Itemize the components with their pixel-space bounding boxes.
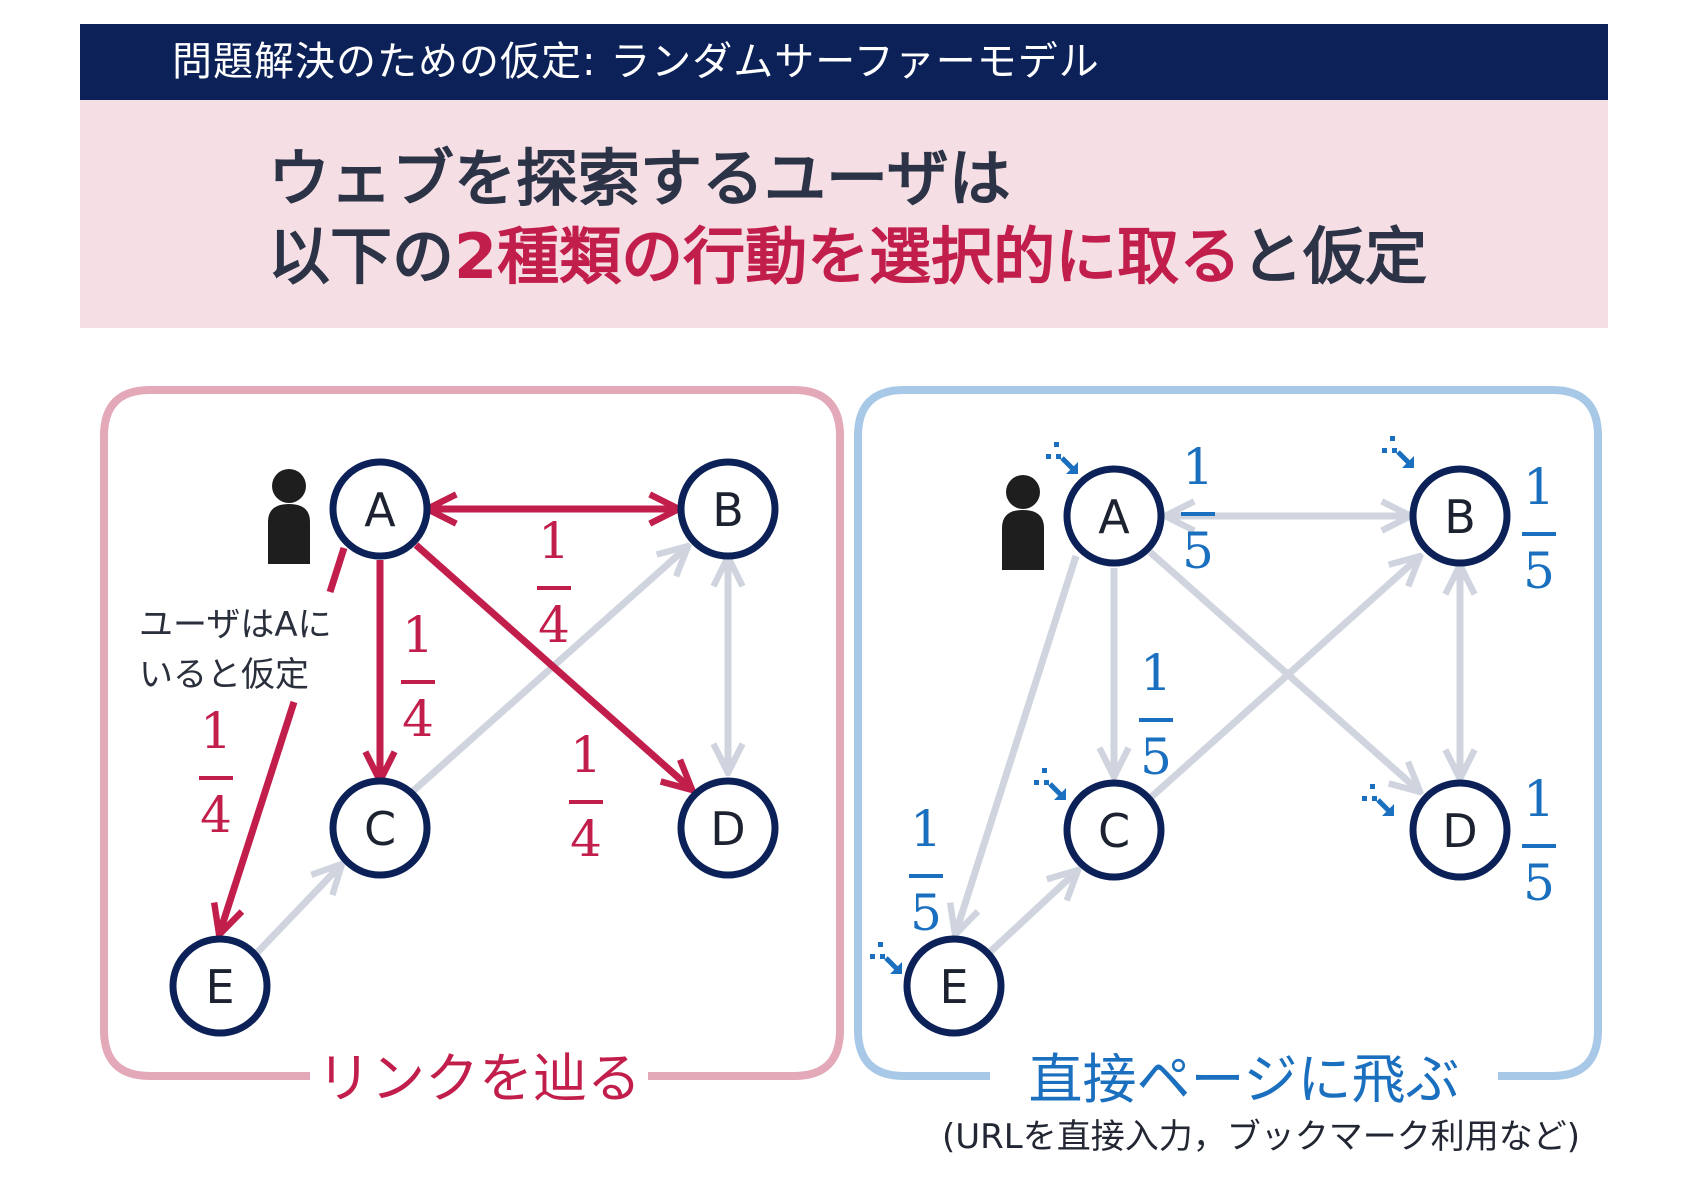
right-caption: 直接ページに飛ぶ bbox=[1029, 1048, 1460, 1111]
left-fraction-ac: 1 4 bbox=[401, 606, 435, 748]
svg-text:C: C bbox=[364, 802, 396, 856]
right-node-d: D bbox=[1409, 779, 1511, 881]
svg-text:A: A bbox=[364, 483, 396, 537]
svg-text:E: E bbox=[205, 960, 234, 1014]
hero-line-2-pre: 以下の bbox=[268, 220, 455, 293]
hero-line-1: ウェブを探索するユーザは bbox=[268, 142, 1011, 215]
right-edge-a-e bbox=[956, 554, 1080, 932]
right-fraction-b: 1 5 bbox=[1522, 458, 1556, 600]
edge-e-c bbox=[251, 866, 340, 959]
left-note-line-2: いると仮定 bbox=[139, 655, 309, 695]
right-edge-a-d bbox=[1147, 549, 1418, 790]
svg-text:1: 1 bbox=[910, 800, 942, 858]
teleport-icon-a bbox=[1046, 442, 1078, 474]
right-edge-c-b bbox=[1145, 558, 1418, 803]
left-node-d: D bbox=[677, 777, 779, 879]
svg-text:4: 4 bbox=[402, 690, 434, 748]
right-fraction-a: 1 5 bbox=[1181, 438, 1215, 580]
svg-text:1: 1 bbox=[1523, 458, 1555, 516]
right-node-e: E bbox=[903, 935, 1005, 1037]
svg-text:E: E bbox=[939, 960, 968, 1014]
right-subcaption: (URLを直接入力，ブックマーク利用など) bbox=[942, 1117, 1580, 1157]
left-node-a: A bbox=[329, 458, 431, 560]
svg-text:1: 1 bbox=[1140, 644, 1172, 702]
svg-text:5: 5 bbox=[1523, 542, 1555, 600]
svg-text:5: 5 bbox=[1182, 522, 1214, 580]
left-fraction-ad: 1 4 bbox=[569, 726, 603, 868]
right-panel-frame bbox=[854, 386, 1602, 1080]
right-fraction-e: 1 5 bbox=[909, 800, 943, 942]
right-panel: A B C D E bbox=[854, 386, 1602, 1157]
teleport-icon-b bbox=[1382, 436, 1414, 468]
svg-text:4: 4 bbox=[538, 596, 570, 654]
hero-box: ウェブを探索するユーザは 以下の2種類の行動を選択的に取ると仮定 bbox=[80, 100, 1608, 328]
svg-text:C: C bbox=[1098, 804, 1130, 858]
svg-text:4: 4 bbox=[570, 810, 602, 868]
svg-text:B: B bbox=[712, 483, 744, 537]
edge-a-d bbox=[413, 542, 690, 788]
edge-a-e bbox=[220, 700, 298, 932]
svg-text:1: 1 bbox=[1182, 438, 1214, 496]
left-user-icon bbox=[268, 469, 310, 564]
left-node-e: E bbox=[169, 935, 271, 1037]
teleport-icon-c bbox=[1034, 768, 1066, 800]
svg-text:A: A bbox=[1098, 490, 1130, 544]
svg-text:B: B bbox=[1444, 490, 1476, 544]
svg-text:1: 1 bbox=[200, 702, 232, 760]
left-fraction-ab: 1 4 bbox=[537, 512, 571, 654]
svg-text:1: 1 bbox=[402, 606, 434, 664]
right-node-b: B bbox=[1409, 465, 1511, 567]
svg-text:4: 4 bbox=[200, 786, 232, 844]
left-panel: A B C D E ユーザはAに いると仮定 1 4 bbox=[100, 386, 844, 1110]
left-node-c: C bbox=[329, 777, 431, 879]
svg-text:1: 1 bbox=[1523, 770, 1555, 828]
left-panel-frame bbox=[100, 386, 844, 1080]
right-fraction-c: 1 5 bbox=[1139, 644, 1173, 786]
left-caption: リンクを辿る bbox=[317, 1047, 641, 1110]
hero-line-2-post: と仮定 bbox=[1241, 220, 1428, 293]
svg-text:5: 5 bbox=[1523, 854, 1555, 912]
right-user-icon bbox=[1002, 475, 1044, 570]
left-fraction-ae: 1 4 bbox=[199, 702, 233, 844]
right-fraction-d: 1 5 bbox=[1522, 770, 1556, 912]
left-note-line-1: ユーザはAに bbox=[139, 605, 332, 645]
left-node-b: B bbox=[677, 458, 779, 560]
hero-line-2-highlight: 2種類の行動を選択的に取る bbox=[454, 220, 1242, 293]
svg-text:D: D bbox=[1442, 804, 1477, 858]
right-edge-e-c bbox=[987, 872, 1076, 955]
right-node-a: A bbox=[1063, 465, 1165, 567]
svg-text:5: 5 bbox=[910, 884, 942, 942]
edge-c-b bbox=[409, 548, 686, 795]
svg-text:1: 1 bbox=[570, 726, 602, 784]
header-title: 問題解決のための仮定: ランダムサーファーモデル bbox=[172, 39, 1100, 85]
svg-text:1: 1 bbox=[538, 512, 570, 570]
header-bar: 問題解決のための仮定: ランダムサーファーモデル bbox=[80, 24, 1608, 100]
teleport-icon-e bbox=[870, 942, 902, 974]
edge-a-e-start bbox=[326, 546, 348, 594]
svg-text:D: D bbox=[710, 802, 745, 856]
right-node-c: C bbox=[1063, 779, 1165, 881]
teleport-icon-d bbox=[1362, 784, 1394, 816]
hero-line-2: 以下の2種類の行動を選択的に取ると仮定 bbox=[268, 220, 1427, 294]
svg-text:5: 5 bbox=[1140, 728, 1172, 786]
